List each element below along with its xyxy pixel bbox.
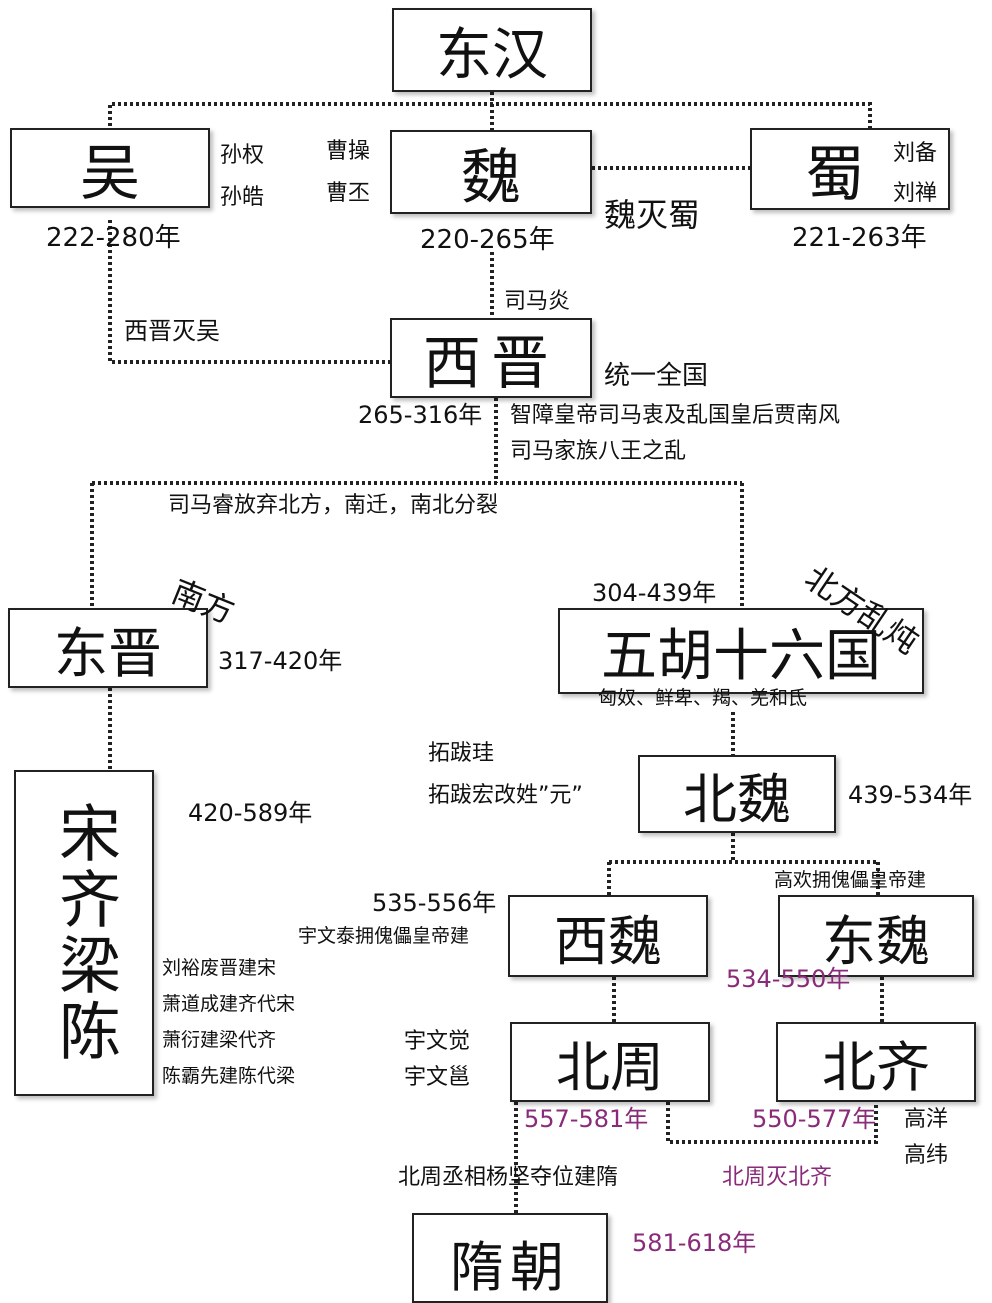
ruler-xijin: 司马炎 bbox=[504, 289, 571, 314]
box-donghan: 东汉 bbox=[392, 8, 592, 92]
ruler-shu-2: 刘禅 bbox=[893, 181, 938, 206]
box-songqiliangchen: 宋齐梁陈 bbox=[14, 770, 154, 1096]
box-xijin: 西晋 bbox=[390, 318, 592, 398]
year-dongjin: 317-420年 bbox=[218, 647, 343, 675]
box-beiwei: 北魏 bbox=[638, 755, 836, 833]
ruler-shu-1: 刘备 bbox=[893, 141, 938, 166]
box-wu-label: 吴 bbox=[80, 138, 140, 209]
xijin-split-line bbox=[92, 398, 742, 485]
event-zhou-qi: 北周灭北齐 bbox=[722, 1165, 833, 1190]
year-suichao: 581-618年 bbox=[632, 1229, 757, 1257]
year-wu: 222-280年 bbox=[46, 223, 181, 253]
zhou-qi-line bbox=[666, 1102, 878, 1144]
event-wei-shu: 魏灭蜀 bbox=[604, 196, 701, 234]
ruler-wu-1: 孙权 bbox=[220, 143, 265, 168]
box-dongwei: 东魏 bbox=[778, 895, 974, 977]
box-wuhu: 五胡十六国 bbox=[558, 608, 924, 694]
box-wei-label: 魏 bbox=[461, 142, 521, 213]
box-xiwei: 西魏 bbox=[508, 895, 708, 977]
ruler-beizhou-1: 宇文觉 bbox=[404, 1029, 471, 1054]
beiwei-split-line bbox=[607, 833, 880, 895]
box-songqiliangchen-label: 宋齐梁陈 bbox=[48, 801, 121, 1065]
year-beiwei: 439-534年 bbox=[848, 781, 973, 809]
box-shu: 蜀 bbox=[750, 128, 950, 210]
box-wuhu-label: 五胡十六国 bbox=[601, 623, 881, 689]
ruler-beiwei-2: 拓跋宏改姓”元” bbox=[428, 783, 583, 808]
ruler-beizhou-2: 宇文邕 bbox=[404, 1065, 471, 1090]
year-wuhu: 304-439年 bbox=[592, 579, 717, 607]
event-xijin-wu: 西晋灭吴 bbox=[124, 317, 220, 345]
year-songqiliangchen: 420-589年 bbox=[188, 799, 313, 827]
event-unify: 统一全国 bbox=[604, 361, 709, 391]
year-shu: 221-263年 bbox=[792, 223, 927, 253]
year-beiqi: 550-577年 bbox=[752, 1105, 877, 1133]
box-suichao-label: 隋朝 bbox=[450, 1236, 570, 1299]
year-wei: 220-265年 bbox=[420, 225, 555, 255]
ruler-wei-1: 曹操 bbox=[326, 139, 371, 164]
box-suichao: 隋朝 bbox=[412, 1213, 608, 1303]
event-south-4: 陈霸先建陈代梁 bbox=[162, 1065, 296, 1087]
box-shu-label: 蜀 bbox=[805, 139, 865, 210]
year-dongwei: 534-550年 bbox=[726, 965, 851, 993]
ruler-beiqi-2: 高纬 bbox=[904, 1143, 949, 1168]
ruler-wei-2: 曹丕 bbox=[326, 181, 371, 206]
box-beizhou: 北周 bbox=[510, 1022, 710, 1102]
event-chaos-1: 智障皇帝司马衷及乱国皇后贾南风 bbox=[510, 403, 841, 428]
event-xiwei-founder: 宇文泰拥傀儡皇帝建 bbox=[298, 925, 470, 947]
box-dongjin: 东晋 bbox=[8, 608, 208, 688]
box-beiwei-label: 北魏 bbox=[683, 767, 791, 831]
year-beizhou: 557-581年 bbox=[524, 1105, 649, 1133]
box-beiqi-label: 北齐 bbox=[822, 1035, 930, 1099]
event-split: 司马睿放弃北方，南迁，南北分裂 bbox=[168, 493, 499, 518]
event-south-3: 萧衍建梁代齐 bbox=[162, 1029, 277, 1051]
box-beiqi: 北齐 bbox=[776, 1022, 976, 1102]
event-chaos-2: 司马家族八王之乱 bbox=[510, 439, 687, 464]
event-south-1: 刘裕废晋建宋 bbox=[162, 957, 277, 979]
label-tribes: 匈奴、鲜卑、羯、羌和氐 bbox=[598, 687, 808, 709]
box-beizhou-label: 北周 bbox=[556, 1035, 664, 1099]
event-dongwei-founder: 高欢拥傀儡皇帝建 bbox=[774, 869, 927, 891]
box-xijin-label: 西晋 bbox=[422, 329, 559, 397]
year-xijin: 265-316年 bbox=[358, 401, 483, 429]
event-sui-founded: 北周丞相杨坚夺位建隋 bbox=[398, 1165, 619, 1190]
ruler-beiqi-1: 高洋 bbox=[904, 1107, 949, 1132]
year-xiwei: 535-556年 bbox=[372, 889, 497, 917]
ruler-wu-2: 孙皓 bbox=[220, 185, 265, 210]
box-dongjin-label: 东晋 bbox=[54, 621, 162, 685]
box-wu: 吴 bbox=[10, 128, 210, 209]
event-south-2: 萧道成建齐代宋 bbox=[162, 993, 296, 1015]
ruler-beiwei-1: 拓跋珪 bbox=[428, 741, 495, 766]
box-xiwei-label: 西魏 bbox=[554, 909, 662, 973]
box-dongwei-label: 东魏 bbox=[822, 909, 930, 973]
box-donghan-label: 东汉 bbox=[436, 22, 548, 88]
box-wei: 魏 bbox=[390, 130, 592, 214]
